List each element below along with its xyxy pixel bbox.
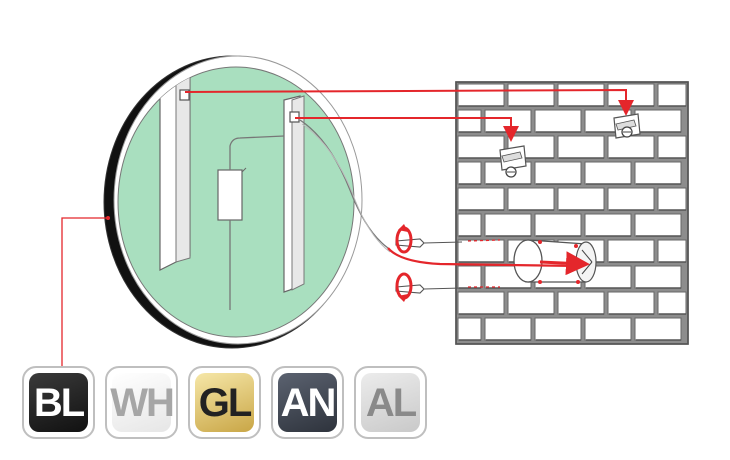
brick: [634, 161, 682, 185]
brick: [657, 135, 687, 159]
wall-bracket-icon: [499, 145, 527, 178]
brick: [534, 161, 582, 185]
brick: [607, 239, 655, 263]
rotate-arrow-icon: [395, 224, 413, 254]
power-cable-outline: [301, 123, 391, 253]
swatch-gold-label: GL: [195, 373, 254, 432]
swatch-black[interactable]: BL: [22, 366, 95, 439]
brick: [607, 187, 655, 211]
brick: [557, 291, 605, 315]
brick: [507, 83, 555, 107]
rotate-arrow-icon: [395, 272, 413, 302]
brick: [634, 265, 682, 289]
brick: [657, 291, 687, 315]
brick: [484, 213, 532, 237]
brick: [634, 317, 682, 341]
led-driver-icon: [217, 167, 247, 221]
brick: [534, 317, 582, 341]
swatch-aluminium[interactable]: AL: [354, 366, 427, 439]
bracket-connector-lines: [184, 88, 634, 142]
swatch-white-label: WH: [110, 373, 175, 432]
power-cable: [299, 119, 389, 249]
brick: [607, 291, 655, 315]
brick: [584, 213, 632, 237]
finish-swatches: BL WH GL AN AL: [22, 366, 427, 439]
brick: [457, 239, 505, 263]
brick: [557, 83, 605, 107]
wall-bracket-icon: [613, 113, 641, 139]
right-rail: [283, 95, 305, 293]
brick: [607, 83, 655, 107]
swatch-white[interactable]: WH: [105, 366, 178, 439]
brick: [634, 213, 682, 237]
internal-cable: [229, 135, 285, 170]
brick: [457, 109, 482, 133]
connector-left-rail: [184, 88, 634, 116]
swatch-aluminium-label: AL: [361, 373, 420, 432]
connector-right-rail: [295, 117, 519, 142]
swatch-black-label: BL: [29, 373, 88, 432]
brick: [534, 213, 582, 237]
swatch-anthracite[interactable]: AN: [271, 366, 344, 439]
brick: [457, 135, 505, 159]
brick: [584, 317, 632, 341]
cable-arrow-tip: [539, 251, 590, 276]
brick: [534, 109, 582, 133]
brick: [584, 161, 632, 185]
brick: [507, 291, 555, 315]
brick: [484, 109, 532, 133]
swatch-anthracite-label: AN: [278, 373, 337, 432]
left-rail: [159, 69, 191, 271]
finish-callout-dot: [106, 216, 110, 220]
brick: [457, 83, 505, 107]
brick: [657, 83, 687, 107]
brick: [457, 161, 482, 185]
brick: [657, 239, 687, 263]
brick: [557, 135, 605, 159]
brick: [457, 291, 505, 315]
finish-callout-line: [61, 217, 108, 370]
round-mirror: [103, 55, 391, 349]
brick: [457, 317, 482, 341]
brick: [457, 187, 505, 211]
brick: [657, 187, 687, 211]
brick: [557, 187, 605, 211]
swatch-gold[interactable]: GL: [188, 366, 261, 439]
brick: [457, 213, 482, 237]
brick: [484, 317, 532, 341]
brick: [507, 187, 555, 211]
cable-to-junction-box: [387, 247, 585, 275]
brick: [634, 109, 682, 133]
brick: [607, 135, 655, 159]
brick-wall: [455, 81, 689, 345]
brick: [457, 265, 482, 289]
